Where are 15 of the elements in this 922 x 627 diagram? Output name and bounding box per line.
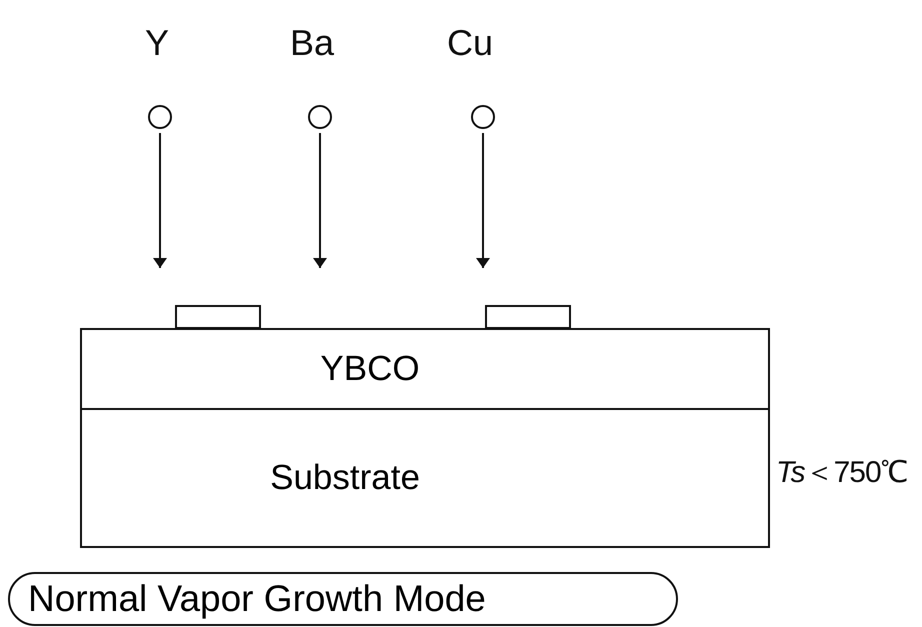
- element-label: Cu: [447, 22, 494, 64]
- island-block: [485, 305, 571, 329]
- arrow: [313, 133, 327, 268]
- source-circle: [471, 105, 495, 129]
- film-layer: YBCO: [80, 328, 770, 410]
- arrow: [476, 133, 490, 268]
- source-circle: [308, 105, 332, 129]
- substrate-layer: Substrate: [80, 410, 770, 548]
- element-label: Ba: [290, 22, 334, 64]
- source-circle: [148, 105, 172, 129]
- element-label: Y: [145, 22, 170, 64]
- island-block: [175, 305, 261, 329]
- temperature-note: Ts＜750℃: [776, 455, 908, 491]
- arrow: [153, 133, 167, 268]
- mode-label: Normal Vapor Growth Mode: [8, 572, 678, 626]
